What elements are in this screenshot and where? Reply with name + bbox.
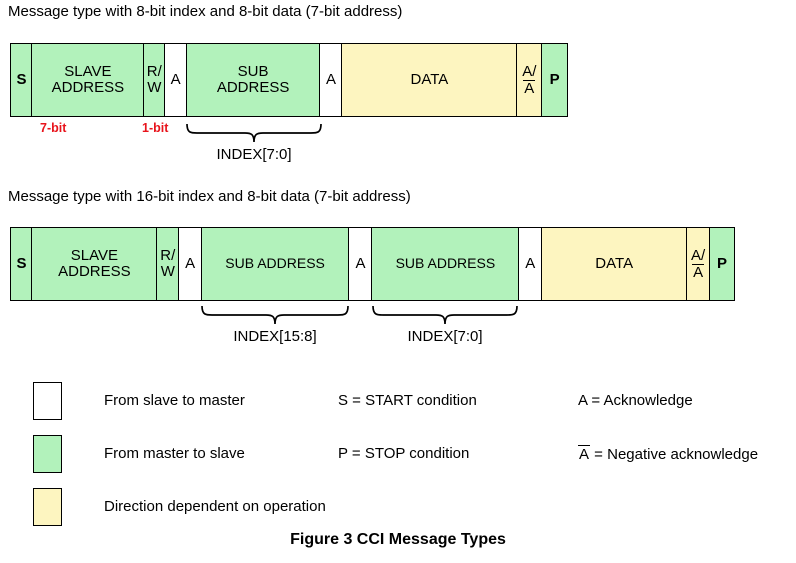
- d1-label-7-bit: 7-bit: [40, 121, 67, 135]
- d2-cell-sub-address-low: SUB ADDRESS: [371, 227, 520, 301]
- d1-cell-ack-nack: A/ A: [515, 43, 543, 117]
- d1-cell-ack-2-label: A: [325, 70, 336, 88]
- d1-cell-ack-1: A: [164, 43, 188, 117]
- nack-overline-text-2: A: [692, 263, 705, 281]
- d2-cell-start: S: [10, 227, 33, 301]
- d2-brace-index-high-label: INDEX[15:8]: [233, 328, 317, 345]
- d2-brace-low-icon: [372, 305, 518, 325]
- d1-cell-ack-1-label: A: [170, 70, 181, 88]
- d1-cell-rw: R/W: [142, 43, 166, 117]
- d2-cell-sub-address-low-label: SUB ADDRESS: [395, 255, 496, 272]
- d1-cell-rw-label: R/W: [146, 62, 162, 96]
- d2-cell-rw: R/W: [155, 227, 180, 301]
- d1-brace-index-label: INDEX[7:0]: [216, 146, 292, 163]
- legend-label-negative-acknowledge: A = Negative acknowledge: [578, 445, 758, 463]
- d1-cell-data-label: DATA: [410, 70, 449, 88]
- legend-label-slave-to-master: From slave to master: [104, 392, 245, 409]
- d2-cell-ack-1: A: [178, 227, 203, 301]
- d1-label-1-bit: 1-bit: [142, 121, 169, 135]
- d2-brace-index-low-label: INDEX[7:0]: [407, 328, 483, 345]
- d2-cell-sub-address-high: SUB ADDRESS: [200, 227, 350, 301]
- d2-brace-index-low: [371, 304, 519, 326]
- d2-cell-stop: P: [709, 227, 735, 301]
- d1-cell-stop: P: [541, 43, 569, 117]
- d1-cell-ack-2: A: [319, 43, 343, 117]
- legend-swatch-direction-dependent: [33, 488, 62, 526]
- d2-cell-start-label: S: [16, 254, 27, 272]
- d1-cell-stop-label: P: [549, 70, 560, 88]
- legend-label-stop-condition: P = STOP condition: [338, 445, 470, 462]
- d1-cell-start: S: [10, 43, 33, 117]
- legend-label-acknowledge: A = Acknowledge: [578, 392, 693, 409]
- d2-cell-data-label: DATA: [595, 254, 634, 272]
- d1-brace-index: [185, 122, 323, 144]
- d1-cell-ack-nack-label: A/ A: [522, 62, 537, 97]
- nack-text: = Negative acknowledge: [590, 446, 759, 463]
- d2-cell-sub-address-high-label: SUB ADDRESS: [225, 255, 325, 272]
- d2-cell-ack-1-label: A: [185, 254, 196, 272]
- diagram2-title: Message type with 16-bit index and 8-bit…: [8, 188, 411, 205]
- nack-overline-text: A: [523, 79, 536, 97]
- legend-label-start-condition: S = START condition: [338, 392, 477, 409]
- d2-cell-data: DATA: [541, 227, 688, 301]
- d2-cell-stop-label: P: [716, 254, 727, 272]
- legend-label-master-to-slave: From master to slave: [104, 445, 245, 462]
- d2-cell-ack-nack-label: A/ A: [691, 246, 706, 281]
- d2-brace-high-icon: [201, 305, 349, 325]
- d2-brace-index-high: [200, 304, 350, 326]
- d2-cell-rw-label: R/W: [160, 246, 176, 280]
- d2-cell-ack-3-label: A: [525, 254, 536, 272]
- legend-swatch-master-to-slave: [33, 435, 62, 473]
- legend-label-direction-dependent: Direction dependent on operation: [104, 498, 326, 515]
- d1-cell-start-label: S: [16, 70, 27, 88]
- d1-brace-icon: [186, 123, 322, 143]
- d2-cell-ack-2-label: A: [355, 254, 366, 272]
- ack-slash-text-2: A/: [691, 246, 706, 264]
- diagram1-title: Message type with 8-bit index and 8-bit …: [8, 3, 403, 20]
- d2-cell-ack-3: A: [517, 227, 543, 301]
- ack-slash-text: A/: [522, 62, 537, 80]
- d1-cell-data: DATA: [341, 43, 518, 117]
- nack-symbol: A: [578, 445, 591, 463]
- legend-swatch-slave-to-master: [33, 382, 62, 420]
- figure-caption: Figure 3 CCI Message Types: [290, 531, 506, 548]
- d2-cell-ack-2: A: [348, 227, 373, 301]
- d2-cell-ack-nack: A/ A: [685, 227, 711, 301]
